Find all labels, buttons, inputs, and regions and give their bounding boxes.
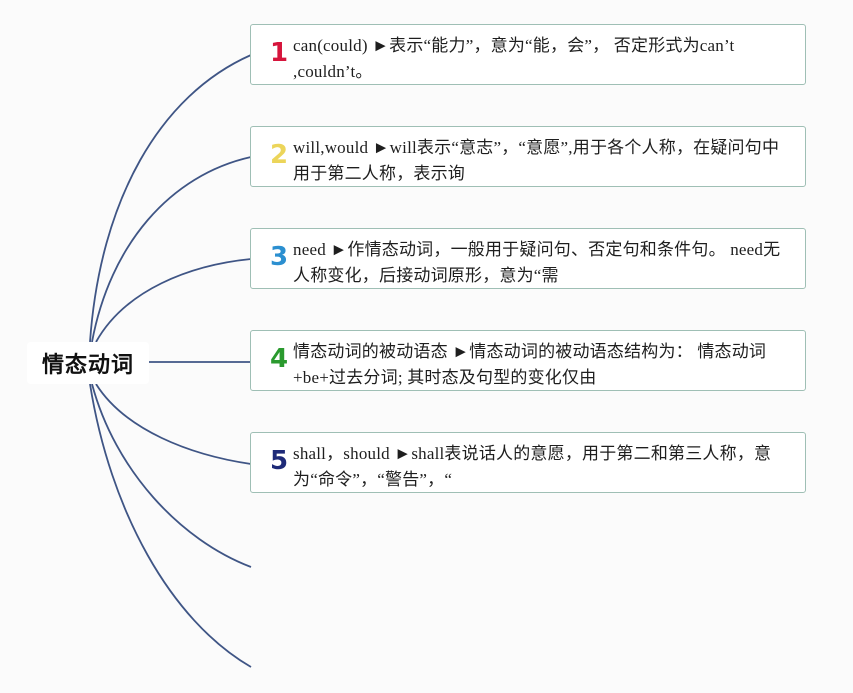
number-2-icon: 2 — [269, 140, 289, 170]
number-5-icon: 5 — [269, 446, 289, 476]
branch-card-3[interactable]: 3 need ►作情态动词，一般用于疑问句、否定句和条件句。 need无人称变化… — [250, 228, 806, 289]
number-4-icon: 4 — [269, 344, 289, 374]
branch-card-4[interactable]: 4 情态动词的被动语态 ►情态动词的被动语态结构为： 情态动词+be+过去分词;… — [250, 330, 806, 391]
connector-2 — [91, 156, 252, 343]
connector-3 — [95, 258, 252, 343]
branch-text-5: shall，should ►shall表说话人的意愿，用于第二和第三人称，意为“… — [293, 444, 772, 489]
branch-text-3: need ►作情态动词，一般用于疑问句、否定句和条件句。 need无人称变化，后… — [293, 240, 781, 285]
central-topic[interactable]: 情态动词 — [27, 342, 149, 384]
branch-text-4: 情态动词的被动语态 ►情态动词的被动语态结构为： 情态动词+be+过去分词; 其… — [293, 342, 767, 387]
connector-7 — [89, 383, 252, 668]
number-1-icon: 1 — [269, 38, 289, 68]
connector-1 — [89, 54, 252, 343]
branch-text-2: will,would ►will表示“意志”，“意愿”,用于各个人称，在疑问句中… — [293, 138, 780, 183]
connector-5 — [95, 383, 252, 465]
branch-card-1[interactable]: 1 can(could) ►表示“能力”，意为“能，会”， 否定形式为can’t… — [250, 24, 806, 85]
branch-text-1: can(could) ►表示“能力”，意为“能，会”， 否定形式为can’t ,… — [293, 36, 735, 81]
connector-6 — [91, 383, 252, 568]
central-topic-label: 情态动词 — [41, 353, 134, 378]
branch-card-5[interactable]: 5 shall，should ►shall表说话人的意愿，用于第二和第三人称，意… — [250, 432, 806, 493]
branch-card-2[interactable]: 2 will,would ►will表示“意志”，“意愿”,用于各个人称，在疑问… — [250, 126, 806, 187]
number-3-icon: 3 — [269, 242, 289, 272]
